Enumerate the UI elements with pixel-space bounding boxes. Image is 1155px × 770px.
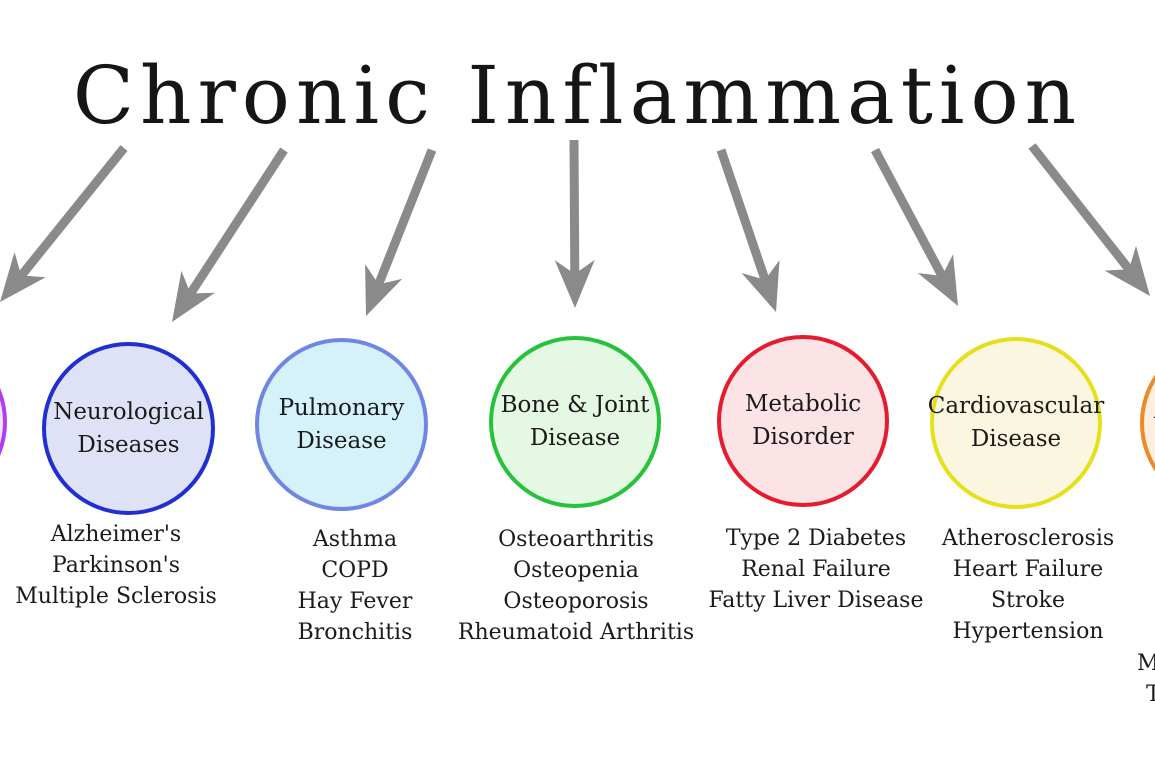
diagram-title: Chronic Inflammation	[72, 49, 1083, 142]
arrow-shaft	[1028, 143, 1135, 276]
item-list-metabolic: Type 2 Diabetes Renal Failure Fatty Live…	[700, 523, 932, 616]
list-item: Parkinson's	[51, 553, 181, 578]
arrow-head	[1104, 245, 1150, 296]
list-item: Stroke	[990, 588, 1066, 613]
list-item: Bronchitis	[297, 620, 413, 645]
category-circle-metabolic: Metabolic Disorder	[717, 335, 889, 507]
arrow-shaft	[716, 148, 771, 286]
list-item: Asthma	[312, 527, 398, 552]
item-list-cardiovascular: Atherosclerosis Heart Failure Stroke Hyp…	[920, 523, 1136, 647]
list-item: Rheumatoid Arthritis	[457, 620, 695, 645]
item-list-bone-joint: Osteoarthritis Osteopenia Osteoporosis R…	[456, 524, 696, 648]
category-label-neurological: Neurological Diseases	[53, 398, 204, 458]
category-label-pulmonary: Pulmonary Disease	[278, 394, 405, 454]
arrow-shaft	[184, 147, 288, 300]
arrow-3	[365, 148, 437, 316]
category-circle-bone-joint: Bone & Joint Disease	[489, 336, 661, 508]
arrow-shaft	[569, 139, 580, 279]
arrow-shaft	[372, 148, 437, 290]
list-item: Hay Fever	[297, 589, 413, 614]
list-item: Alzheimer's	[50, 522, 182, 547]
arrow-head	[365, 264, 403, 316]
category-circle-pulmonary: Pulmonary Disease	[255, 338, 428, 511]
list-item: COPD	[321, 558, 389, 583]
arrow-2	[172, 147, 288, 322]
list-item: Type 2 Diabetes	[725, 526, 907, 551]
list-item: Multiple Sclerosis	[15, 584, 217, 609]
list-item: Atherosclerosis	[941, 526, 1115, 551]
item-list-partial-right: M T	[1137, 648, 1155, 710]
arrow-6	[871, 147, 958, 306]
list-item: Heart Failure	[952, 557, 1104, 582]
arrow-head	[554, 259, 595, 308]
category-circle-cardiovascular: Cardiovascular Disease	[927, 337, 1105, 509]
category-label-cardiovascular: Cardiovascular Disease	[927, 393, 1105, 452]
list-item: Hypertension	[952, 619, 1104, 644]
item-list-pulmonary: Asthma COPD Hay Fever Bronchitis	[250, 524, 460, 648]
arrow-head	[0, 252, 46, 302]
arrow-1	[0, 145, 128, 302]
list-item: Osteoporosis	[503, 589, 649, 614]
arrow-5	[716, 148, 780, 312]
list-item: T	[1146, 682, 1155, 707]
category-circle-neurological: Neurological Diseases	[42, 342, 215, 515]
arrow-shaft	[871, 147, 948, 282]
category-label-bone-joint: Bone & Joint Disease	[500, 392, 650, 451]
arrow-4	[554, 139, 595, 308]
list-item: Fatty Liver Disease	[708, 588, 924, 613]
list-item: Renal Failure	[741, 557, 891, 582]
arrow-shaft	[15, 145, 128, 282]
arrow-7	[1028, 143, 1150, 296]
arrow-head	[917, 254, 958, 306]
list-item: Osteoarthritis	[498, 527, 654, 552]
list-item: M	[1137, 651, 1155, 676]
item-list-neurological: Alzheimer's Parkinson's Multiple Scleros…	[0, 519, 232, 612]
category-label-metabolic: Metabolic Disorder	[744, 391, 862, 450]
arrow-head	[741, 260, 780, 312]
list-item: Osteopenia	[513, 558, 639, 583]
arrow-head	[172, 270, 215, 322]
